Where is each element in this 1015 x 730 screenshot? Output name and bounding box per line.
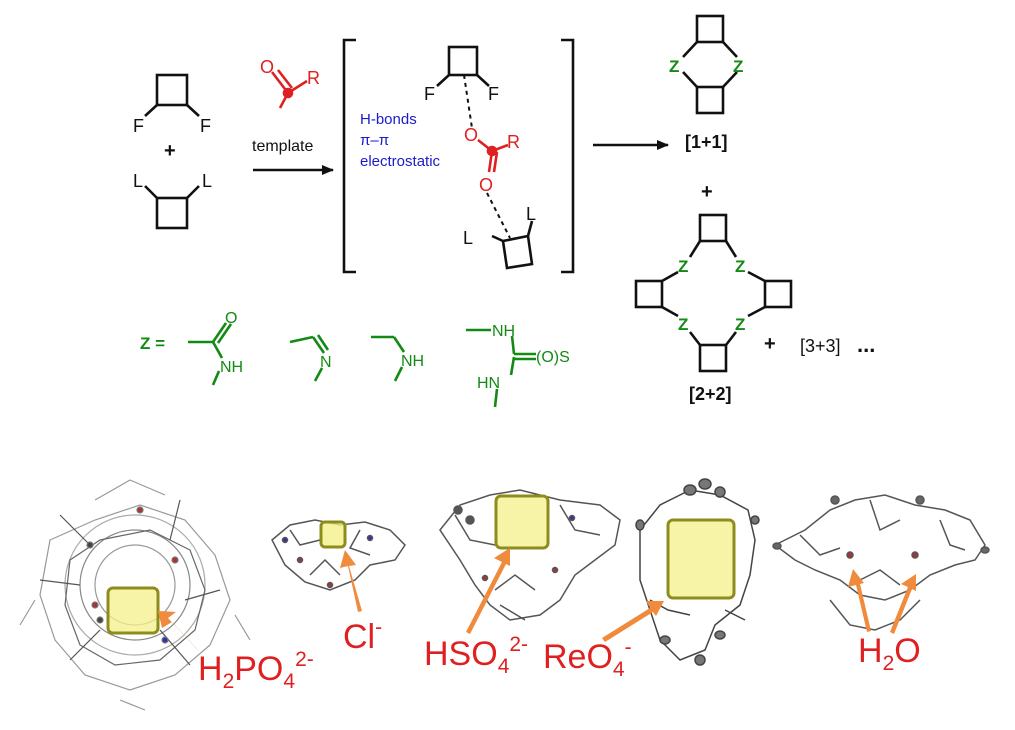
interaction-electrostatic: electrostatic (360, 153, 441, 170)
arrow-water-right (890, 574, 916, 634)
reactant-bottom-l-right: L (202, 171, 212, 191)
more-oligomer-label: [3+3] (800, 336, 841, 356)
crystal-structure-chloride (271, 519, 406, 591)
dimer-z-right: Z (733, 57, 743, 76)
template-r-label: R (307, 68, 320, 88)
z-structures (188, 322, 536, 408)
z-urea-nh-top: NH (492, 323, 515, 340)
arrow-chloride (340, 550, 362, 612)
products-plus: + (701, 181, 713, 203)
reactant-plus: + (164, 140, 176, 162)
dimer-z-left: Z (669, 57, 679, 76)
intermediate-l-right: L (526, 204, 536, 224)
reactant-ligand (144, 185, 200, 230)
highlight-box-phosphate (106, 586, 160, 635)
right-bracket (561, 38, 575, 274)
tetramer-label: [2+2] (689, 384, 732, 404)
interaction-hbonds: H-bonds (360, 111, 417, 128)
reaction-labels: F F + L L O R template H-bonds π–π elect… (133, 57, 875, 404)
dimer-label: [1+1] (685, 132, 728, 152)
intermediate-o-bottom: O (479, 175, 493, 195)
product-tetramer (634, 213, 793, 373)
reactant-top-f-left: F (133, 116, 144, 136)
intermediate-o-top: O (464, 125, 478, 145)
arrow-phosphate (158, 611, 200, 652)
intermediate-l-left: L (463, 228, 473, 248)
intermediate-r: R (507, 132, 520, 152)
z-urea-hn-bottom: HN (477, 375, 500, 392)
highlight-box-chloride (319, 520, 347, 549)
intermediate-bottom-ring (491, 220, 534, 270)
arrow-water-left (848, 569, 871, 632)
more-ellipsis: ... (857, 332, 875, 357)
tetramer-z-top-right: Z (735, 257, 745, 276)
reactant-difluoro (144, 73, 200, 117)
product-dimer (682, 14, 738, 115)
interaction-pipi: π–π (360, 132, 389, 149)
intermediate-f-right: F (488, 84, 499, 104)
label-water: H2O (858, 632, 921, 675)
reaction-scheme (144, 14, 793, 408)
intermediate-template (477, 138, 509, 173)
highlight-box-perrhenate (666, 518, 736, 600)
z-amide-o: O (225, 310, 237, 327)
hbond-dash-top (463, 74, 473, 129)
template-word: template (252, 138, 313, 155)
tetramer-z-bottom-left: Z (678, 315, 688, 334)
reactant-bottom-l-left: L (133, 171, 143, 191)
intermediate-top-ring (436, 45, 490, 87)
hbond-dash-bottom (486, 192, 511, 239)
left-bracket (342, 38, 356, 274)
reactant-top-f-right: F (200, 116, 211, 136)
label-phosphate: H2PO42- (198, 648, 314, 693)
arrow-perrhenate (602, 601, 664, 642)
highlight-box-bisulfate (494, 494, 550, 550)
z-prefix: Z = (140, 334, 165, 353)
label-bisulfate: HSO42- (424, 633, 528, 678)
arrow-bisulfate (466, 548, 510, 634)
callout-arrows (158, 548, 916, 652)
tetramer-z-bottom-right: Z (735, 315, 745, 334)
crystal-structure-water (772, 494, 990, 631)
intermediate-f-left: F (424, 84, 435, 104)
z-amine-nh: NH (401, 353, 424, 370)
z-urea-co-s: (O)S (536, 349, 570, 366)
crystal-structure-phosphate (19, 479, 251, 711)
z-amide-nh: NH (220, 359, 243, 376)
tetramer-plus: + (764, 333, 776, 355)
label-chloride: Cl- (343, 616, 382, 656)
z-imine-n: N (320, 354, 332, 371)
tetramer-z-top-left: Z (678, 257, 688, 276)
label-perrhenate: ReO4- (543, 636, 632, 681)
template-carbonyl (270, 69, 308, 109)
template-o-label: O (260, 57, 274, 77)
